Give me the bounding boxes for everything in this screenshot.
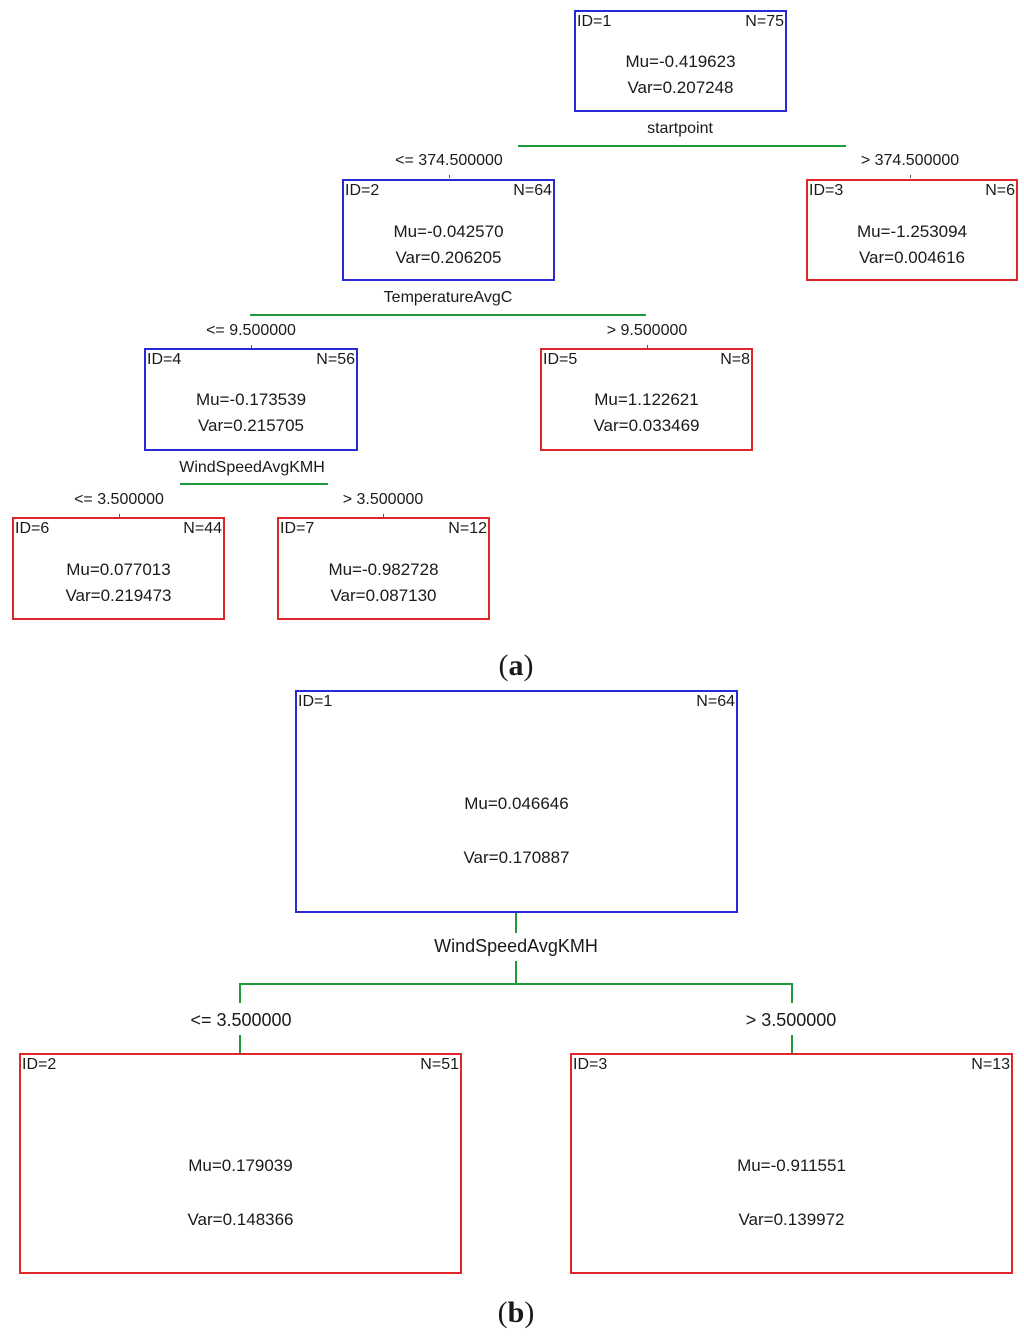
tree-a-node-6: ID=6 N=44 Mu=0.077013 Var=0.219473 <box>12 517 225 620</box>
node-count: N=56 <box>316 351 355 368</box>
tree-a-node-5: ID=5 N=8 Mu=1.122621 Var=0.033469 <box>540 348 753 451</box>
tree-b-node-3: ID=3 N=13 Mu=-0.911551 Var=0.139972 <box>570 1053 1013 1274</box>
node-var: Var=0.207248 <box>627 78 734 97</box>
node-var: Var=0.148366 <box>187 1210 294 1229</box>
edge-tick <box>251 345 252 348</box>
node-count: N=13 <box>971 1056 1010 1073</box>
split-variable-windspeed: WindSpeedAvgKMH <box>179 459 325 476</box>
edge-tick <box>449 175 450 178</box>
split-right-condition: > 3.500000 <box>745 1010 837 1030</box>
split-edge <box>515 961 517 984</box>
node-mu: Mu=-0.911551 <box>737 1156 846 1175</box>
node-id: ID=6 <box>15 520 50 537</box>
node-id: ID=3 <box>809 182 844 199</box>
node-var: Var=0.215705 <box>197 416 305 435</box>
node-count: N=8 <box>720 351 750 368</box>
split-edge <box>518 145 846 147</box>
node-id: ID=3 <box>573 1056 608 1073</box>
split-edge <box>791 983 793 1003</box>
node-var: Var=0.004616 <box>858 248 966 267</box>
edge-tick <box>647 345 648 348</box>
split-variable-windspeed: WindSpeedAvgKMH <box>434 936 598 956</box>
node-id: ID=7 <box>280 520 315 537</box>
tree-a-node-1: ID=1 N=75 Mu=-0.419623 Var=0.207248 <box>574 10 787 112</box>
node-var: Var=0.170887 <box>463 848 570 867</box>
split-right-condition: > 9.500000 <box>606 322 688 339</box>
node-id: ID=4 <box>147 351 182 368</box>
tree-b-node-2: ID=2 N=51 Mu=0.179039 Var=0.148366 <box>19 1053 462 1274</box>
node-mu: Mu=0.179039 <box>188 1156 293 1175</box>
node-count: N=6 <box>985 182 1015 199</box>
node-count: N=51 <box>420 1056 459 1073</box>
tree-a-node-7: ID=7 N=12 Mu=-0.982728 Var=0.087130 <box>277 517 490 620</box>
node-id: ID=2 <box>345 182 380 199</box>
node-mu: Mu=-0.173539 <box>195 390 307 409</box>
edge-tick <box>119 514 120 517</box>
node-mu: Mu=-0.419623 <box>625 52 736 71</box>
tree-b-node-1: ID=1 N=64 Mu=0.046646 Var=0.170887 <box>295 690 738 913</box>
node-id: ID=1 <box>298 693 333 710</box>
node-id: ID=1 <box>577 13 612 30</box>
split-left-condition: <= 9.500000 <box>206 322 296 339</box>
split-edge <box>515 913 517 933</box>
node-count: N=64 <box>513 182 552 199</box>
node-count: N=44 <box>183 520 222 537</box>
split-edge <box>791 1035 793 1054</box>
node-var: Var=0.206205 <box>395 248 502 267</box>
panel-label-a: (a) <box>498 649 534 682</box>
node-id: ID=2 <box>22 1056 57 1073</box>
node-count: N=64 <box>696 693 735 710</box>
node-count: N=12 <box>448 520 487 537</box>
node-mu: Mu=0.077013 <box>66 560 171 579</box>
split-left-condition: <= 3.500000 <box>74 491 164 508</box>
split-left-condition: <= 3.500000 <box>190 1010 292 1030</box>
split-variable-temperature: TemperatureAvgC <box>383 289 513 306</box>
node-id: ID=5 <box>543 351 578 368</box>
node-var: Var=0.033469 <box>593 416 700 435</box>
node-mu: Mu=0.046646 <box>464 794 569 813</box>
node-var: Var=0.087130 <box>330 586 437 605</box>
split-edge <box>240 983 793 985</box>
panel-label-b: (b) <box>497 1296 535 1329</box>
split-edge <box>239 983 241 1003</box>
split-right-condition: > 374.500000 <box>860 152 960 169</box>
node-var: Var=0.219473 <box>65 586 172 605</box>
tree-a-node-2: ID=2 N=64 Mu=-0.042570 Var=0.206205 <box>342 179 555 281</box>
tree-a-node-3: ID=3 N=6 Mu=-1.253094 Var=0.004616 <box>806 179 1018 281</box>
edge-tick <box>383 514 384 517</box>
split-edge <box>180 483 328 485</box>
node-mu: Mu=-1.253094 <box>856 222 968 241</box>
node-var: Var=0.139972 <box>738 1210 845 1229</box>
node-mu: Mu=-0.042570 <box>393 222 504 241</box>
split-variable-startpoint: startpoint <box>647 120 713 137</box>
node-count: N=75 <box>745 13 784 30</box>
split-edge <box>250 314 646 316</box>
split-edge <box>239 1035 241 1054</box>
tree-a-node-4: ID=4 N=56 Mu=-0.173539 Var=0.215705 <box>144 348 358 451</box>
node-mu: Mu=1.122621 <box>594 390 699 409</box>
split-left-condition: <= 374.500000 <box>395 152 503 169</box>
split-right-condition: > 3.500000 <box>342 491 424 508</box>
node-mu: Mu=-0.982728 <box>328 560 439 579</box>
edge-tick <box>910 175 911 178</box>
